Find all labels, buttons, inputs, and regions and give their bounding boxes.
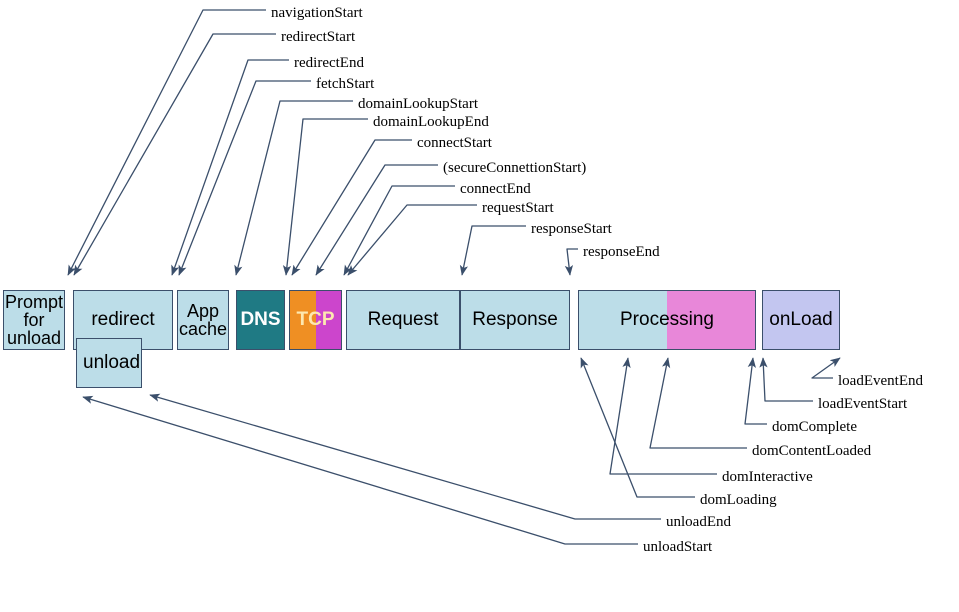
phase-onload: onLoad bbox=[762, 290, 840, 350]
phase-response: Response bbox=[460, 290, 570, 350]
phase-label-request: Request bbox=[367, 309, 439, 331]
timing-label-responseStart: responseStart bbox=[531, 221, 612, 237]
phase-label-tcp: TCP bbox=[296, 309, 335, 330]
timing-label-requestStart: requestStart bbox=[482, 200, 554, 216]
leader-domInteractive bbox=[609, 357, 717, 475]
phase-label-dns: DNS bbox=[240, 309, 281, 331]
leader-domLoading bbox=[580, 357, 695, 498]
leader-unloadEnd bbox=[149, 393, 661, 520]
phase-processing: Processing bbox=[578, 290, 756, 350]
phase-unload: unload bbox=[76, 338, 142, 388]
leader-domainLookupEnd bbox=[282, 118, 368, 276]
phase-label-app-cache: App cache bbox=[178, 301, 228, 339]
leader-connectEnd bbox=[343, 185, 455, 276]
leader-domComplete bbox=[744, 357, 767, 425]
timing-label-unloadEnd: unloadEnd bbox=[666, 514, 731, 530]
leader-redirectStart bbox=[73, 33, 276, 276]
timing-label-responseEnd: responseEnd bbox=[583, 244, 660, 260]
timing-label-navigationStart: navigationStart bbox=[271, 5, 363, 21]
processing-content-loaded-segment bbox=[667, 291, 755, 349]
tcp-connect-segment bbox=[290, 291, 316, 349]
leader-fetchStart bbox=[178, 80, 311, 276]
phase-label-unload: unload bbox=[83, 352, 141, 374]
timing-label-domInteractive: domInteractive bbox=[722, 469, 813, 485]
phase-prompt-for-unload: Prompt for unload bbox=[3, 290, 65, 350]
phase-dns: DNS bbox=[236, 290, 285, 350]
timing-label-redirectStart: redirectStart bbox=[281, 29, 356, 45]
leader-responseEnd bbox=[564, 248, 578, 276]
timing-label-connectEnd: connectEnd bbox=[460, 181, 531, 197]
phase-label-prompt-for-unload: Prompt for unload bbox=[4, 292, 64, 348]
timing-label-fetchStart: fetchStart bbox=[316, 76, 375, 92]
timing-label-domainLookupEnd: domainLookupEnd bbox=[373, 114, 489, 130]
leader-redirectEnd bbox=[171, 59, 289, 276]
timing-label-loadEventEnd: loadEventEnd bbox=[838, 373, 923, 389]
phase-request: Request bbox=[346, 290, 460, 350]
phase-label-redirect: redirect bbox=[91, 309, 155, 331]
leader-responseStart bbox=[459, 225, 526, 276]
leader-connectStart bbox=[291, 139, 412, 276]
phase-app-cache: App cache bbox=[177, 290, 229, 350]
leader-loadEventEnd bbox=[811, 357, 841, 379]
leader-loadEventStart bbox=[759, 357, 813, 402]
tcp-secure-segment bbox=[316, 291, 341, 349]
timing-label-domainLookupStart: domainLookupStart bbox=[358, 96, 478, 112]
timing-label-secureConnectionStart: (secureConnettionStart) bbox=[443, 160, 587, 176]
leader-navigationStart bbox=[67, 9, 266, 276]
timing-label-connectStart: connectStart bbox=[417, 135, 492, 151]
timing-label-loadEventStart: loadEventStart bbox=[818, 396, 908, 412]
timing-label-domComplete: domComplete bbox=[772, 419, 857, 435]
leader-unloadStart bbox=[82, 395, 638, 545]
timing-label-unloadStart: unloadStart bbox=[643, 539, 713, 555]
leader-domainLookupStart bbox=[234, 100, 353, 276]
phase-label-processing: Processing bbox=[620, 309, 714, 330]
timing-label-domLoading: domLoading bbox=[700, 492, 777, 508]
phase-label-response: Response bbox=[472, 309, 558, 331]
processing-dom-segment bbox=[579, 291, 667, 349]
leader-requestStart bbox=[347, 204, 477, 276]
phase-tcp: TCP bbox=[289, 290, 342, 350]
timing-label-redirectEnd: redirectEnd bbox=[294, 55, 364, 71]
leader-secureConnectionStart bbox=[315, 164, 438, 276]
phase-label-onload: onLoad bbox=[769, 309, 833, 331]
timing-label-domContentLoaded: domContentLoaded bbox=[752, 443, 872, 459]
leader-domContentLoaded bbox=[649, 357, 747, 449]
